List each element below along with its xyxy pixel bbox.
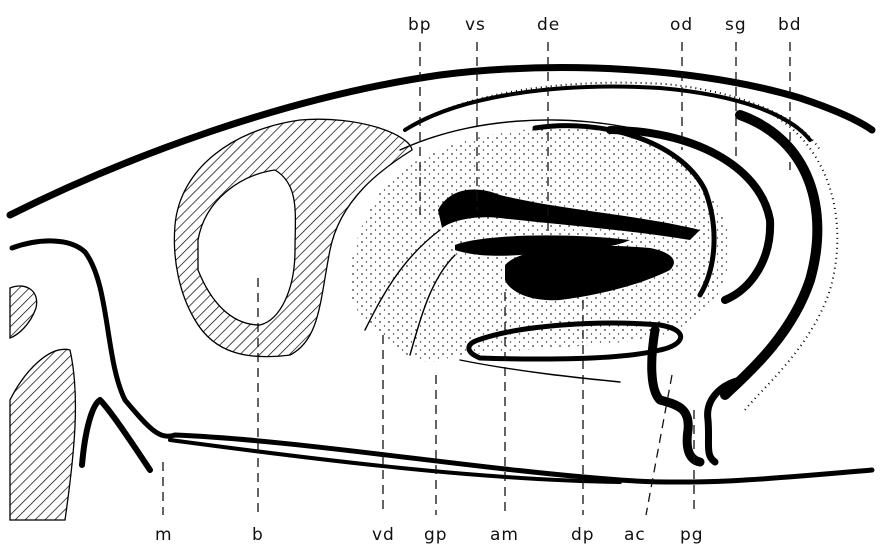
- label-vd: vd: [372, 525, 395, 545]
- label-dp: dp: [571, 525, 595, 545]
- label-b: b: [252, 525, 264, 545]
- label-pg: pg: [680, 525, 704, 545]
- label-am: am: [490, 525, 519, 545]
- label-sg: sg: [725, 15, 747, 35]
- left-hatched-region-upper: [10, 286, 37, 338]
- label-de: de: [537, 15, 560, 35]
- bd-band: [725, 115, 817, 395]
- label-m: m: [155, 525, 173, 545]
- label-bd: bd: [778, 15, 802, 35]
- m-process: [82, 400, 150, 470]
- lamella-4: [460, 360, 620, 382]
- label-od: od: [670, 15, 693, 35]
- label-vs: vs: [465, 15, 486, 35]
- label-bp: bp: [408, 15, 432, 35]
- label-ac: ac: [624, 525, 646, 545]
- label-gp: gp: [424, 525, 448, 545]
- left-hatched-region-lower: [10, 349, 75, 520]
